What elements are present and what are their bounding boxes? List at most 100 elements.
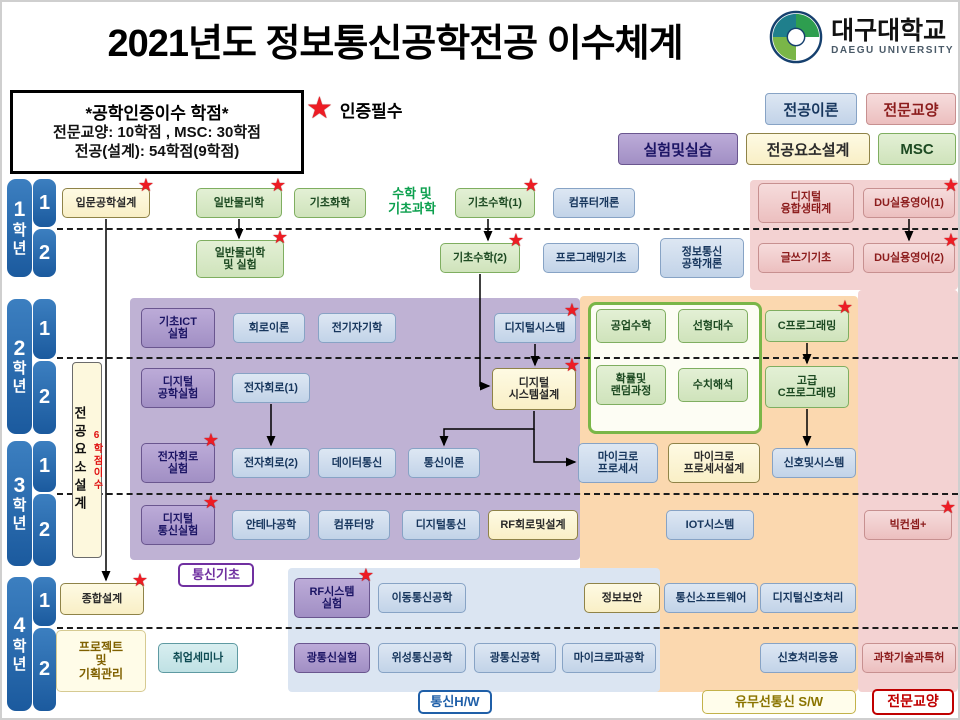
course-box: 입문공학설계★ (62, 176, 154, 218)
course-label: DU실용영어(2) (874, 251, 944, 264)
course-box: 수치해석 (678, 368, 748, 402)
course-label: 전자회로(2) (244, 456, 298, 469)
course-box: 종합설계★ (60, 571, 148, 615)
course-label: DU실용영어(1) (874, 196, 944, 209)
course-box: 안테나공학 (232, 510, 310, 540)
course-box: 일반물리학 ★ (196, 176, 286, 218)
course-label: 고급 C프로그래밍 (777, 374, 837, 399)
semester-label-1-1: 1 (33, 179, 56, 227)
course-label: 디지털 시스템설계 (508, 376, 560, 401)
course-box: 디지털시스템★ (494, 301, 580, 343)
year-number: 4 (13, 614, 26, 638)
math-science-group-label: 수학 및 기초과학 (370, 182, 454, 222)
credit-info-box: *공학인증이수 학점* 전문교양: 10학점 , MSC: 30학점 전공(설계… (10, 90, 304, 174)
group-label-wireless-comm-sw: 유무선통신 S/W (702, 690, 856, 714)
certification-star-icon: ★ (507, 230, 524, 250)
legend-liberal: 전문교양 (866, 93, 956, 125)
course-label: 디지털 통신실험 (157, 512, 199, 537)
course-box: 광통신공학 (474, 643, 556, 673)
year-suffix-char: 학 (12, 497, 27, 515)
credit-info-line: 전공(설계): 54학점(9학점) (74, 142, 240, 160)
course-box: C프로그래밍 ★ (765, 298, 853, 342)
course-box: 신호처리응용 (760, 643, 856, 673)
group-label-liberal-arts: 전문교양 (872, 689, 954, 715)
course-box: 취업세미나 (158, 643, 238, 673)
certification-star-icon: ★ (271, 227, 288, 247)
course-box: 전자회로 실험★ (141, 431, 219, 483)
certification-star-icon: ★ (563, 300, 580, 320)
course-box: 마이크로 프로세서 (578, 443, 658, 483)
semester-divider-line (57, 228, 958, 230)
course-box: 과학기술과특허 (862, 643, 956, 673)
university-name-korean: 대구대학교 (831, 16, 947, 45)
course-label: 선형대수 (692, 319, 734, 332)
course-label: 통신소프트웨어 (675, 591, 747, 604)
course-box: 프로그래밍기초 (543, 243, 639, 273)
certification-star-icon: ★ (202, 492, 219, 512)
course-label: 안테나공학 (245, 518, 297, 531)
course-label: 마이크로 프로세서 (597, 450, 639, 475)
course-box: 통신이론 (408, 448, 480, 478)
course-label: 수치해석 (692, 378, 734, 391)
year-suffix-char: 년 (12, 515, 27, 533)
credit-info-line: 전문교양: 10학점 , MSC: 30학점 (53, 123, 261, 141)
course-label: 광통신실험 (306, 651, 358, 664)
design-track-label: 전공요소설계 (72, 406, 87, 514)
course-label: C프로그래밍 (777, 319, 837, 332)
course-box: 글쓰기기초 (758, 243, 854, 273)
course-label: 정보통신 공학개론 (681, 245, 723, 270)
course-label: 전기자기학 (331, 321, 383, 334)
university-emblem-icon (769, 10, 823, 64)
course-box: 디지털 공학실험 (141, 368, 215, 408)
certification-required-label: 인증필수 (339, 101, 403, 121)
course-box: 디지털 통신실험★ (141, 493, 219, 545)
certification-star-icon: ★ (131, 570, 148, 590)
course-label: 광통신공학 (489, 651, 541, 664)
course-box: 이동통신공학 (378, 583, 466, 613)
logo-text: 대구대학교 DAEGU UNIVERSITY (831, 16, 954, 57)
semester-divider-line (57, 627, 958, 629)
course-label: 공업수학 (610, 319, 652, 332)
course-box: 컴퓨터개론 (553, 188, 635, 218)
course-label: 전자회로 실험 (157, 450, 199, 475)
project-management-label: 프로젝트 및 기획관리 (56, 630, 146, 692)
group-label-comm-basics: 통신기초 (178, 563, 254, 587)
group-label-comm-hw: 통신H/W (418, 690, 492, 714)
year-suffix-char: 학 (12, 360, 27, 378)
course-label: 전자회로(1) (244, 381, 298, 394)
semester-label-3-1: 1 (33, 441, 56, 492)
course-label: 전문교양 (887, 693, 939, 710)
course-label: 일반물리학 (213, 196, 265, 209)
course-box: 전자회로(1) (232, 373, 310, 403)
semester-label-1-2: 2 (33, 229, 56, 277)
course-label: 디지털신호처리 (772, 591, 844, 604)
legend-design: 전공요소설계 (746, 133, 870, 165)
legend-lab: 실험및실습 (618, 133, 738, 165)
course-label: RF회로및설계 (500, 518, 566, 531)
certification-star-icon: ★ (836, 297, 853, 317)
region-liberal-right (858, 290, 958, 692)
semester-divider-line (57, 493, 958, 495)
certification-star-icon: ★ (522, 175, 539, 195)
course-label: 마이크로 프로세서설계 (683, 450, 745, 475)
course-box: 공업수학 (596, 309, 666, 343)
course-label: 일반물리학 및 실험 (214, 246, 266, 271)
course-box: 위성통신공학 (378, 643, 466, 673)
certification-star-icon: ★ (942, 175, 959, 195)
certification-star-icon: ★ (269, 175, 286, 195)
university-name-english: DAEGU UNIVERSITY (831, 45, 954, 57)
course-label: 컴퓨터망 (333, 518, 375, 531)
course-label: 프로젝트 및 기획관리 (78, 639, 124, 681)
course-box: 디지털 융합생태계 (758, 183, 854, 223)
course-label: 수학 및 기초과학 (388, 186, 436, 216)
course-label: 디지털통신 (415, 518, 467, 531)
course-label: 디지털시스템 (504, 321, 566, 334)
course-label: 정보보안 (601, 591, 643, 604)
course-label: 기초화학 (309, 196, 351, 209)
course-label: 빅컨셉+ (889, 518, 927, 531)
certification-star-icon: ★ (942, 230, 959, 250)
course-label: 마이크로파공학 (573, 651, 645, 664)
